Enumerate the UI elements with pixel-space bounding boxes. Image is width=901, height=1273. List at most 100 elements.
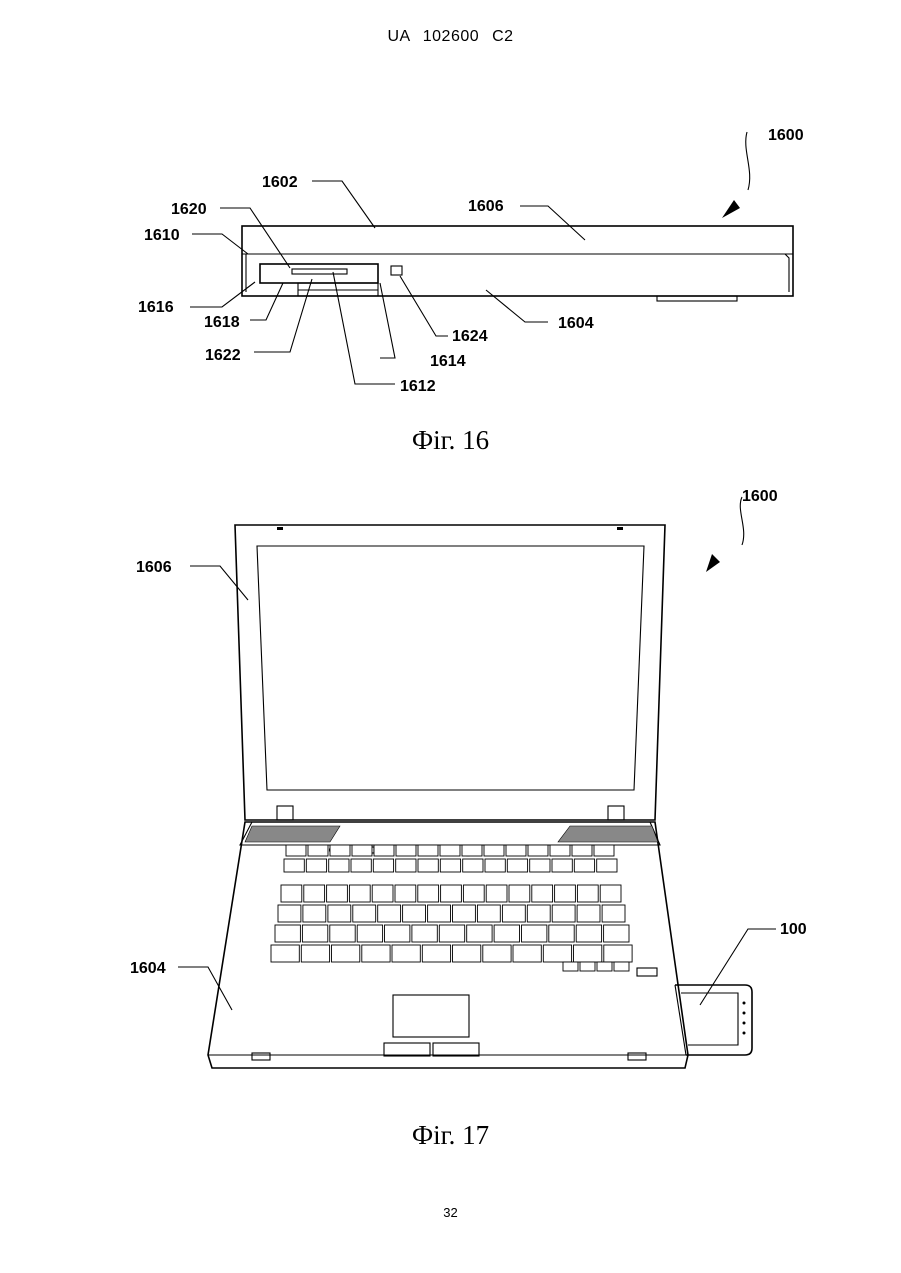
keyboard-key [396, 845, 416, 856]
keyboard-key [372, 885, 393, 902]
ref-1604-fig17: 1604 [130, 960, 166, 977]
keyboard-key [378, 905, 401, 922]
keyboard-key [329, 859, 349, 872]
keyboard-key [353, 905, 376, 922]
ref-1600-fig17: 1600 [742, 488, 778, 505]
arrow-key [563, 962, 578, 971]
arrow-key [597, 962, 612, 971]
ref-1604: 1604 [558, 315, 594, 332]
keyboard-key [463, 885, 484, 902]
keyboard-key [428, 905, 451, 922]
keyboard-key [303, 905, 326, 922]
keyboard-key [374, 845, 394, 856]
keyboard-key [441, 885, 462, 902]
ref-1602: 1602 [262, 174, 298, 191]
keyboard-key [574, 945, 602, 962]
keyboard-key [306, 859, 326, 872]
keyboard-key [278, 905, 301, 922]
ref-1606: 1606 [468, 198, 504, 215]
keyboard-key [385, 925, 410, 942]
keyboard-key [543, 945, 571, 962]
keyboard-key [549, 925, 574, 942]
ref-1620: 1620 [171, 201, 207, 218]
page-number: 32 [0, 1205, 901, 1220]
keyboard-key [392, 945, 420, 962]
keyboard-key [439, 925, 464, 942]
keyboard-key [412, 925, 437, 942]
keyboard-key [395, 885, 416, 902]
keyboard-key [485, 859, 505, 872]
keyboard-key [486, 885, 507, 902]
arrow-key [580, 962, 595, 971]
keyboard-key [453, 905, 476, 922]
keyboard-key [284, 859, 304, 872]
keyboard-key [600, 885, 621, 902]
keyboard-key [440, 845, 460, 856]
ref-1612: 1612 [400, 378, 436, 395]
keyboard-key [327, 885, 348, 902]
keyboard-key [304, 885, 325, 902]
keyboard-key [604, 925, 629, 942]
keyboard-key [396, 859, 416, 872]
ref-1622: 1622 [205, 347, 241, 364]
keyboard-key [453, 945, 481, 962]
ref-1624: 1624 [452, 328, 488, 345]
keyboard-key [349, 885, 370, 902]
keyboard-key [604, 945, 632, 962]
keyboard-key [352, 845, 372, 856]
keyboard [271, 845, 632, 971]
leader-lines-fig16 [190, 132, 750, 384]
keyboard-key [362, 945, 390, 962]
keyboard-key [513, 945, 541, 962]
keyboard-key [484, 845, 504, 856]
laptop-side-view [242, 226, 793, 301]
ref-100: 100 [780, 921, 807, 938]
figure-17-drawing: 1600 1606 1604 100 [0, 480, 901, 1090]
ref-1600: 1600 [768, 127, 804, 144]
keyboard-key [507, 859, 527, 872]
keyboard-key [281, 885, 302, 902]
arrow-1600-fig17 [706, 554, 720, 572]
keyboard-key [462, 845, 482, 856]
ref-1618: 1618 [204, 314, 240, 331]
keyboard-key [477, 905, 500, 922]
keyboard-key [597, 859, 617, 872]
keyboard-key [527, 905, 550, 922]
ref-1616: 1616 [138, 299, 174, 316]
document-header: UA 102600 C2 [0, 28, 901, 46]
keyboard-key [440, 859, 460, 872]
keyboard-key [301, 945, 329, 962]
keyboard-key [330, 845, 350, 856]
keyboard-key [509, 885, 530, 902]
keyboard-key [467, 925, 492, 942]
keyboard-key [373, 859, 393, 872]
keyboard-key [332, 945, 360, 962]
keyboard-key [530, 859, 550, 872]
keyboard-key [522, 925, 547, 942]
keyboard-key [552, 859, 572, 872]
keyboard-key [330, 925, 355, 942]
keyboard-key [422, 945, 450, 962]
keyboard-key [418, 885, 439, 902]
keyboard-key [576, 925, 601, 942]
keyboard-key [418, 845, 438, 856]
keyboard-key [328, 905, 351, 922]
ref-1606-fig17: 1606 [136, 559, 172, 576]
ref-1614: 1614 [430, 353, 466, 370]
keyboard-key [418, 859, 438, 872]
keyboard-key [275, 925, 300, 942]
keyboard-key [494, 925, 519, 942]
keyboard-key [572, 845, 592, 856]
arrow-1600-fig16 [722, 200, 740, 218]
keyboard-key [403, 905, 426, 922]
keyboard-key [483, 945, 511, 962]
keyboard-key [577, 905, 600, 922]
figure-16-caption: Фіг. 16 [0, 425, 901, 456]
keyboard-key [308, 845, 328, 856]
keyboard-key [271, 945, 299, 962]
keyboard-key [528, 845, 548, 856]
keyboard-key [502, 905, 525, 922]
figure-17-caption: Фіг. 17 [0, 1120, 901, 1151]
keyboard-key [594, 845, 614, 856]
keyboard-key [302, 925, 327, 942]
